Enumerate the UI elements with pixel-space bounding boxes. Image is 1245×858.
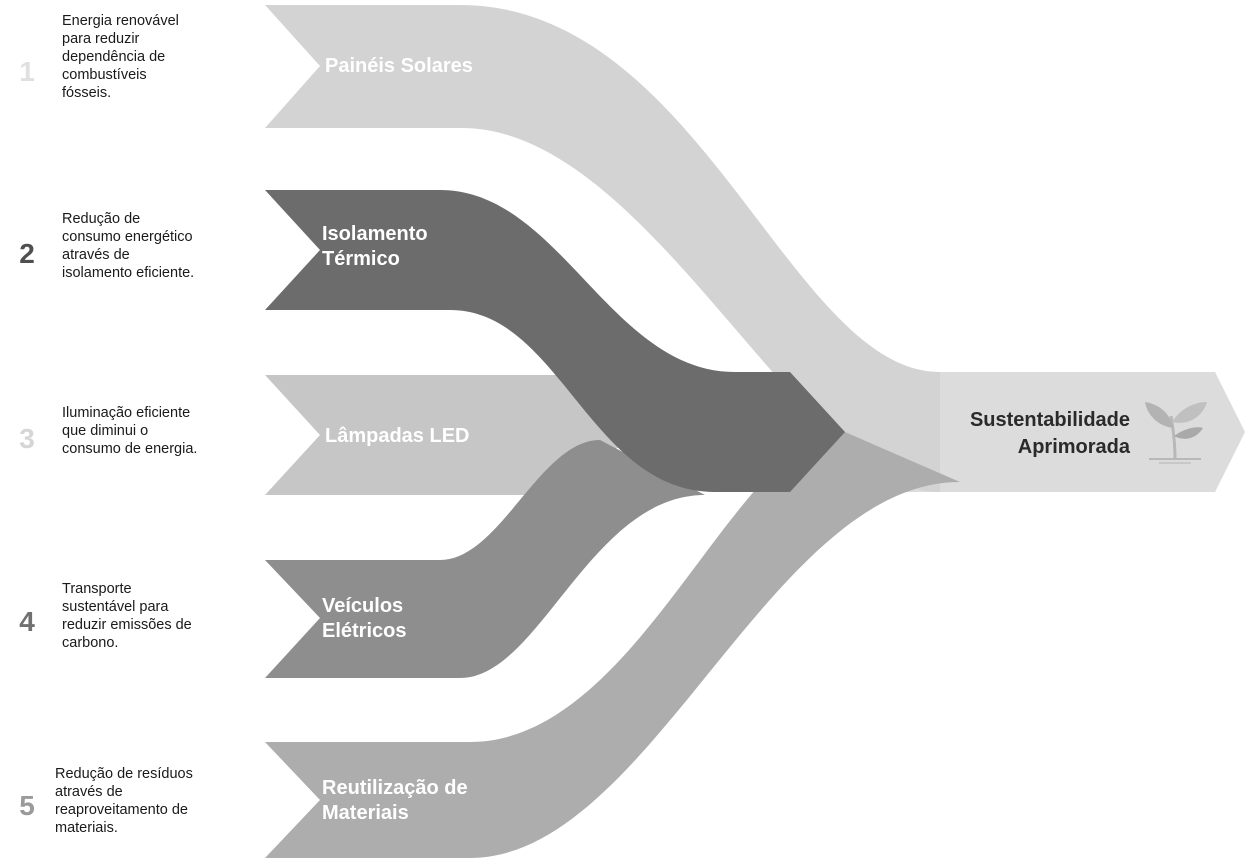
desc-line: através de xyxy=(62,247,130,263)
goal-label: Sustentabilidade Aprimorada xyxy=(905,407,1130,461)
flow-band-veiculos-eletricos xyxy=(265,440,705,678)
band-label-reutilizacao: Reutilização de Materiais xyxy=(322,776,468,826)
label-line: Materiais xyxy=(322,802,409,824)
band-label-veiculos-eletricos: Veículos Elétricos xyxy=(322,594,406,644)
desc-line: Iluminação eficiente xyxy=(62,405,191,421)
desc-line: consumo energético xyxy=(62,229,193,245)
goal-line-2: Aprimorada xyxy=(1017,436,1130,458)
desc-line: dependência de xyxy=(62,49,166,65)
step-number-1: 1 xyxy=(19,56,35,87)
desc-line: para reduzir xyxy=(62,31,140,47)
goal-arrow xyxy=(900,372,1245,492)
label-line: Reutilização de xyxy=(322,777,468,799)
label-line: Veículos xyxy=(322,595,404,617)
label-line: Térmico xyxy=(322,248,400,270)
desc-line: que diminui o xyxy=(62,423,149,439)
desc-line: isolamento eficiente. xyxy=(62,265,195,281)
step-description-5: Redução de resíduos através de reaprovei… xyxy=(55,765,193,837)
desc-line: combustíveis xyxy=(62,67,147,83)
desc-line: através de xyxy=(55,784,123,800)
desc-line: reaproveitamento de xyxy=(55,802,188,818)
label-line: Painéis Solares xyxy=(325,55,473,77)
flow-band-paineis-solares xyxy=(265,5,940,492)
desc-line: materiais. xyxy=(55,820,118,836)
label-line: Elétricos xyxy=(322,620,407,642)
step-number-4: 4 xyxy=(19,606,35,637)
flow-band-isolamento-termico xyxy=(265,190,845,492)
band-label-isolamento-termico: Isolamento Térmico xyxy=(322,222,428,272)
step-number-3: 3 xyxy=(19,423,35,454)
band-label-paineis-solares: Painéis Solares xyxy=(325,54,473,79)
step-number-5: 5 xyxy=(19,790,35,821)
step-description-1: Energia renovável para reduzir dependênc… xyxy=(62,12,179,102)
desc-line: Transporte xyxy=(62,581,132,597)
step-description-3: Iluminação eficiente que diminui o consu… xyxy=(62,404,197,458)
step-description-4: Transporte sustentável para reduzir emis… xyxy=(62,580,192,652)
desc-line: reduzir emissões de xyxy=(62,617,192,633)
desc-line: consumo de energia. xyxy=(62,441,198,457)
label-line: Lâmpadas LED xyxy=(325,425,470,447)
label-line: Isolamento xyxy=(322,223,428,245)
step-number-2: 2 xyxy=(19,238,35,269)
leaf-sprout-icon xyxy=(1145,402,1207,464)
desc-line: Redução de xyxy=(62,211,141,227)
desc-line: Energia renovável xyxy=(62,13,179,29)
step-description-2: Redução de consumo energético através de… xyxy=(62,210,194,282)
desc-line: Redução de resíduos xyxy=(55,766,193,782)
flow-band-reutilizacao xyxy=(265,432,960,858)
desc-line: carbono. xyxy=(62,635,119,651)
desc-line: sustentável para xyxy=(62,599,169,615)
goal-line-1: Sustentabilidade xyxy=(969,409,1130,431)
band-label-lampadas-led: Lâmpadas LED xyxy=(325,424,469,449)
desc-line: fósseis. xyxy=(62,85,112,101)
